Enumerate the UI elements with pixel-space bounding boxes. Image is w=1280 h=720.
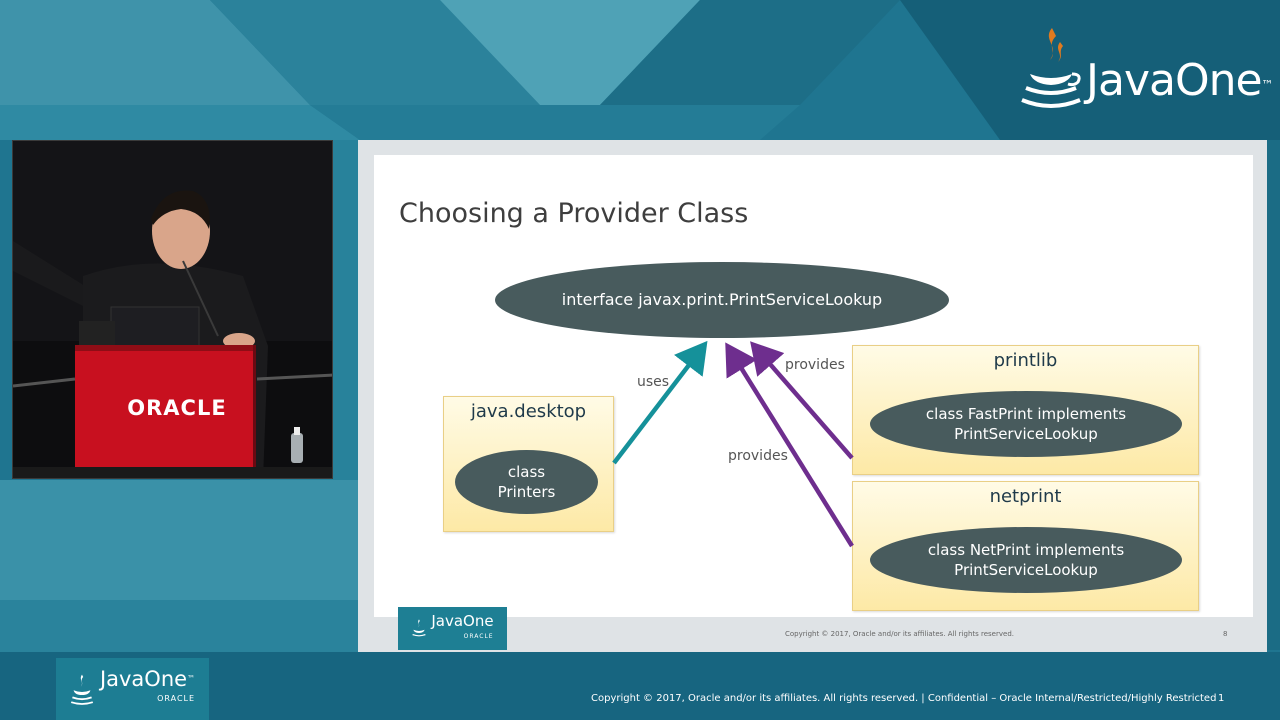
speaker-video: ORACLE <box>12 140 333 479</box>
edge-label-provides-printlib: provides <box>785 357 845 373</box>
javaone-logo: JavaOne™ <box>1016 24 1274 114</box>
java-cup-icon <box>70 674 94 705</box>
edge-label-provides-netprint: provides <box>728 448 788 464</box>
javaone-wordmark: JavaOne™ <box>1086 55 1274 106</box>
module-title: netprint <box>989 486 1062 507</box>
oracle-podium-logo: ORACLE <box>127 396 227 420</box>
java-cup-icon <box>412 618 426 636</box>
slide-page-number: 8 <box>1223 630 1228 638</box>
edge-label-uses: uses <box>637 374 670 390</box>
slide-copyright: Copyright © 2017, Oracle and/or its affi… <box>785 630 1014 638</box>
footer-copyright: Copyright © 2017, Oracle and/or its affi… <box>591 693 1217 704</box>
speaker-image <box>13 141 332 478</box>
module-title: java.desktop <box>470 401 587 422</box>
java-cup-icon <box>1021 28 1081 108</box>
module-title: printlib <box>993 350 1058 371</box>
slide-title: Choosing a Provider Class <box>399 198 749 229</box>
footer-page-number: 1 <box>1218 693 1225 704</box>
interface-node: interface javax.print.PrintServiceLookup <box>495 262 949 338</box>
